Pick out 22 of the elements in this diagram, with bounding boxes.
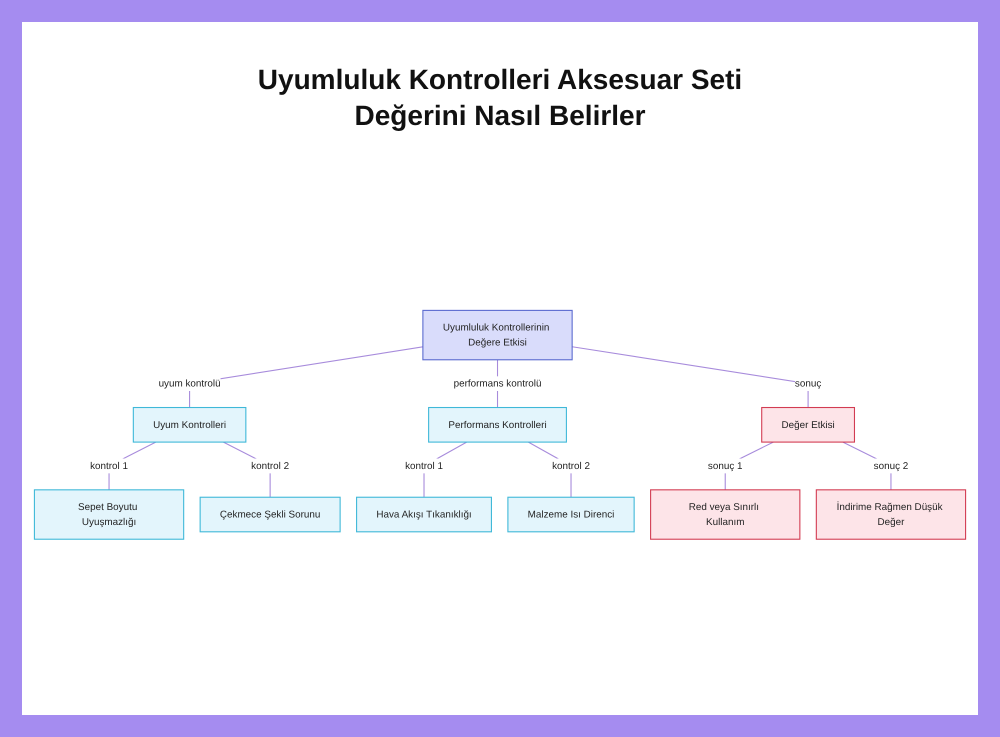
node-box xyxy=(422,310,573,360)
edge-label: kontrol 1 xyxy=(90,460,128,472)
edge-label: kontrol 2 xyxy=(251,460,290,472)
node-box xyxy=(428,407,567,443)
node-box xyxy=(132,407,246,443)
edge-label: sonuç 2 xyxy=(874,460,908,472)
edge-label: performans kontrolü xyxy=(454,378,542,389)
edge-label: sonuç xyxy=(794,378,822,389)
node-box xyxy=(34,489,184,540)
connector xyxy=(572,346,809,408)
node-box xyxy=(507,496,635,532)
title: Uyumluluk Kontrolleri Aksesuar Seti Değerini Nasıl Belirler xyxy=(256,63,744,134)
edge-label: uyum kontrolü xyxy=(158,378,221,389)
card-background: Uyumluluk Kontrolleri Aksesuar Seti Değerini Nasıl Belirler uyum kontrolü performans kontrolü sonuç kontrol 1 kontrol 2 kontrol 1 kontrol 2 sonuç 1 sonuç 2 Uyumluluk Kontrollerinin Değere Etkisi Uyum Kontrolleri Performans Kontrolleri Değer Etkisi Sepet Boyutu Uyuşmazlığı Çekmece Şekli Sorunu Hava Akışı Tıkanıklığı Malzeme Isı Direnci Red veya Sınırlı Kullanım İndirime Rağmen Düşük Değer xyxy=(22,22,978,715)
edge-label: kontrol 2 xyxy=(552,460,590,472)
node-box xyxy=(816,489,966,540)
node-box xyxy=(650,489,800,540)
node-box xyxy=(761,407,856,443)
edge-label: sonuç 1 xyxy=(708,460,743,472)
node-box xyxy=(200,496,341,532)
node-box xyxy=(356,496,492,532)
edge-label: kontrol 1 xyxy=(405,460,443,472)
